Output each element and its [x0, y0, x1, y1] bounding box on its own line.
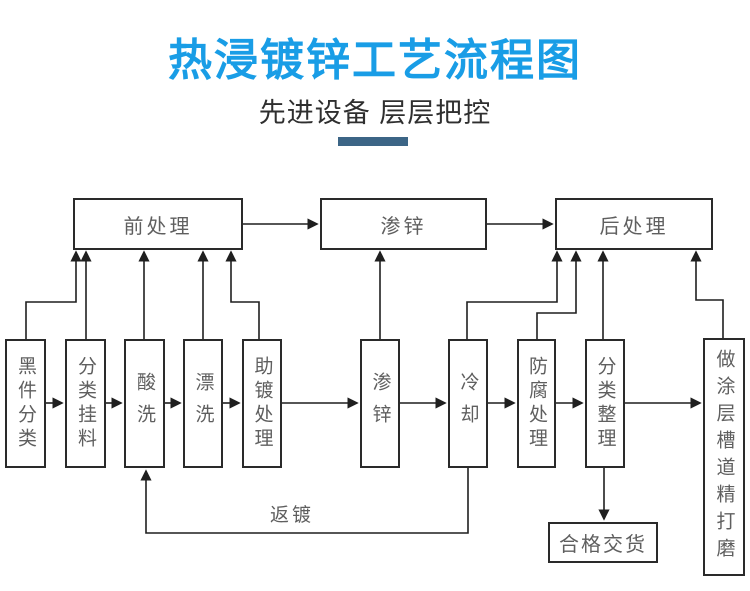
step-box-black-parts-sorting: 黑件分类 [5, 339, 46, 468]
step-box-zinc-infiltration: 渗锌 [360, 339, 400, 468]
stage-box-posttreatment: 后处理 [555, 198, 713, 250]
step-box-zinc-infiltration-label: 渗锌 [369, 371, 392, 436]
step-box-sorting-hanging-label: 分类挂料 [75, 355, 97, 452]
step-box-anticorrosion-treatment: 防腐处理 [517, 339, 556, 468]
step-box-coating-groove-polishing: 做涂层槽道精打磨 [703, 338, 745, 576]
connector-blackparts-up [25, 250, 82, 339]
stage-box-zinc-infiltration-label: 渗锌 [380, 213, 427, 238]
accent-bar [338, 137, 408, 146]
step-box-black-parts-sorting-label: 黑件分类 [15, 355, 37, 452]
step-box-flux-treatment-label: 助镀处理 [251, 355, 274, 452]
step-box-rinsing: 漂洗 [183, 339, 223, 468]
return-path-label: 返镀 [269, 504, 314, 526]
connector-polishing-up [690, 250, 724, 338]
step-box-cooling-label: 冷却 [457, 371, 480, 436]
step-box-acid-washing: 酸洗 [124, 339, 165, 468]
page-subtitle: 先进设备 层层把控 [258, 98, 492, 128]
step-box-sorting-hanging: 分类挂料 [65, 339, 106, 468]
step-box-sorting-arranging: 分类整理 [585, 339, 625, 468]
step-box-sorting-arranging-label: 分类整理 [594, 355, 617, 452]
stage-box-zinc-infiltration: 渗锌 [320, 198, 487, 250]
step-box-anticorrosion-treatment-label: 防腐处理 [526, 355, 548, 452]
step-box-coating-groove-polishing-label: 做涂层槽道精打磨 [713, 349, 736, 565]
step-box-acid-washing-label: 酸洗 [134, 371, 156, 436]
delivery-box-label: 合格交货 [559, 532, 647, 556]
step-box-flux-treatment: 助镀处理 [242, 339, 282, 468]
step-box-rinsing-label: 漂洗 [192, 371, 215, 436]
connector-anticorrosion-up [536, 250, 582, 339]
connector-cooling-up [466, 250, 563, 339]
connector-flux-up [225, 250, 260, 339]
connector-return-loop [140, 468, 469, 534]
step-box-cooling: 冷却 [448, 339, 488, 468]
stage-box-posttreatment-label: 后处理 [599, 213, 669, 238]
page-title: 热浸镀锌工艺流程图 [168, 36, 582, 85]
stage-box-pretreatment-label: 前处理 [123, 213, 193, 238]
delivery-box: 合格交货 [548, 522, 658, 563]
stage-box-pretreatment: 前处理 [73, 198, 243, 250]
